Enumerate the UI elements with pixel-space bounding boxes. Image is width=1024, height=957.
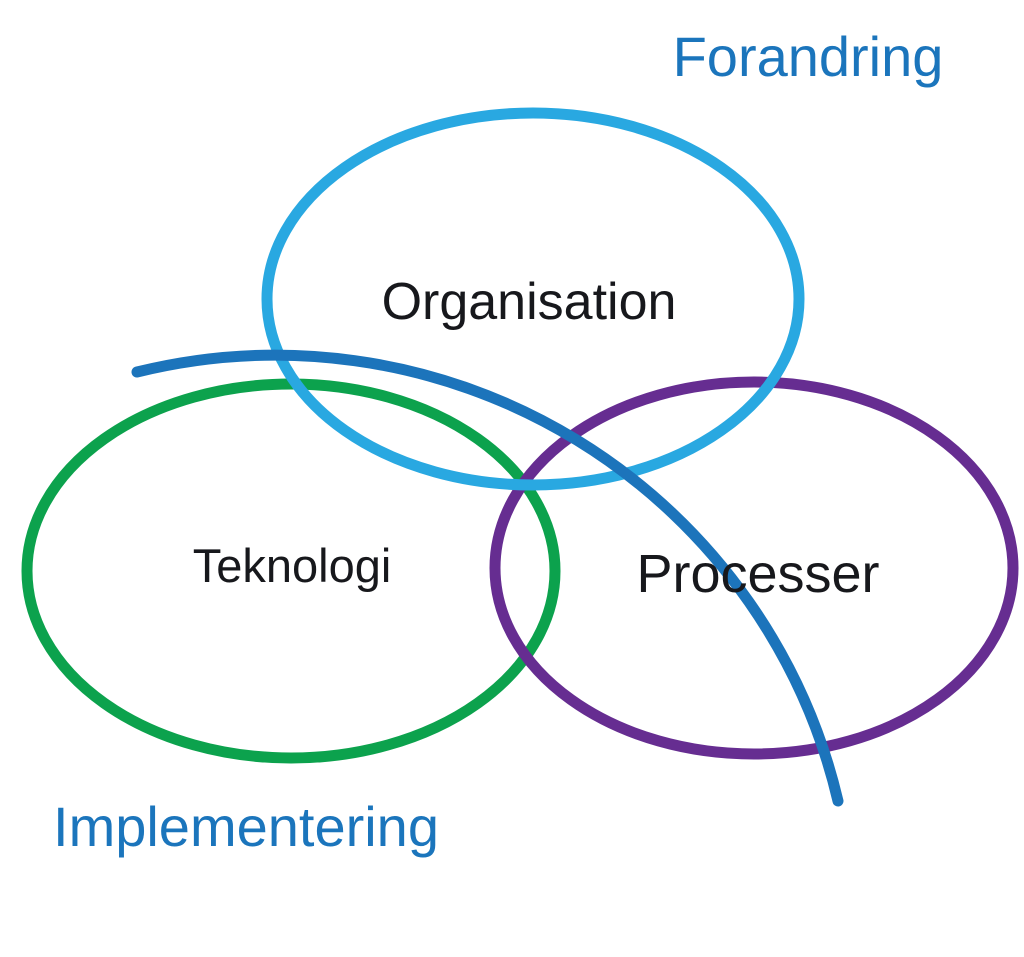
change-swoosh-arc [131,349,844,807]
teknologi-label: Teknologi [193,539,392,592]
implementering-annotation: Implementering [53,795,439,858]
organisation-label: Organisation [382,273,677,331]
forandring-annotation: Forandring [673,25,944,88]
processer-label: Processer [636,544,879,604]
organisation-ellipse [261,107,805,491]
processer-ellipse [489,376,1019,760]
